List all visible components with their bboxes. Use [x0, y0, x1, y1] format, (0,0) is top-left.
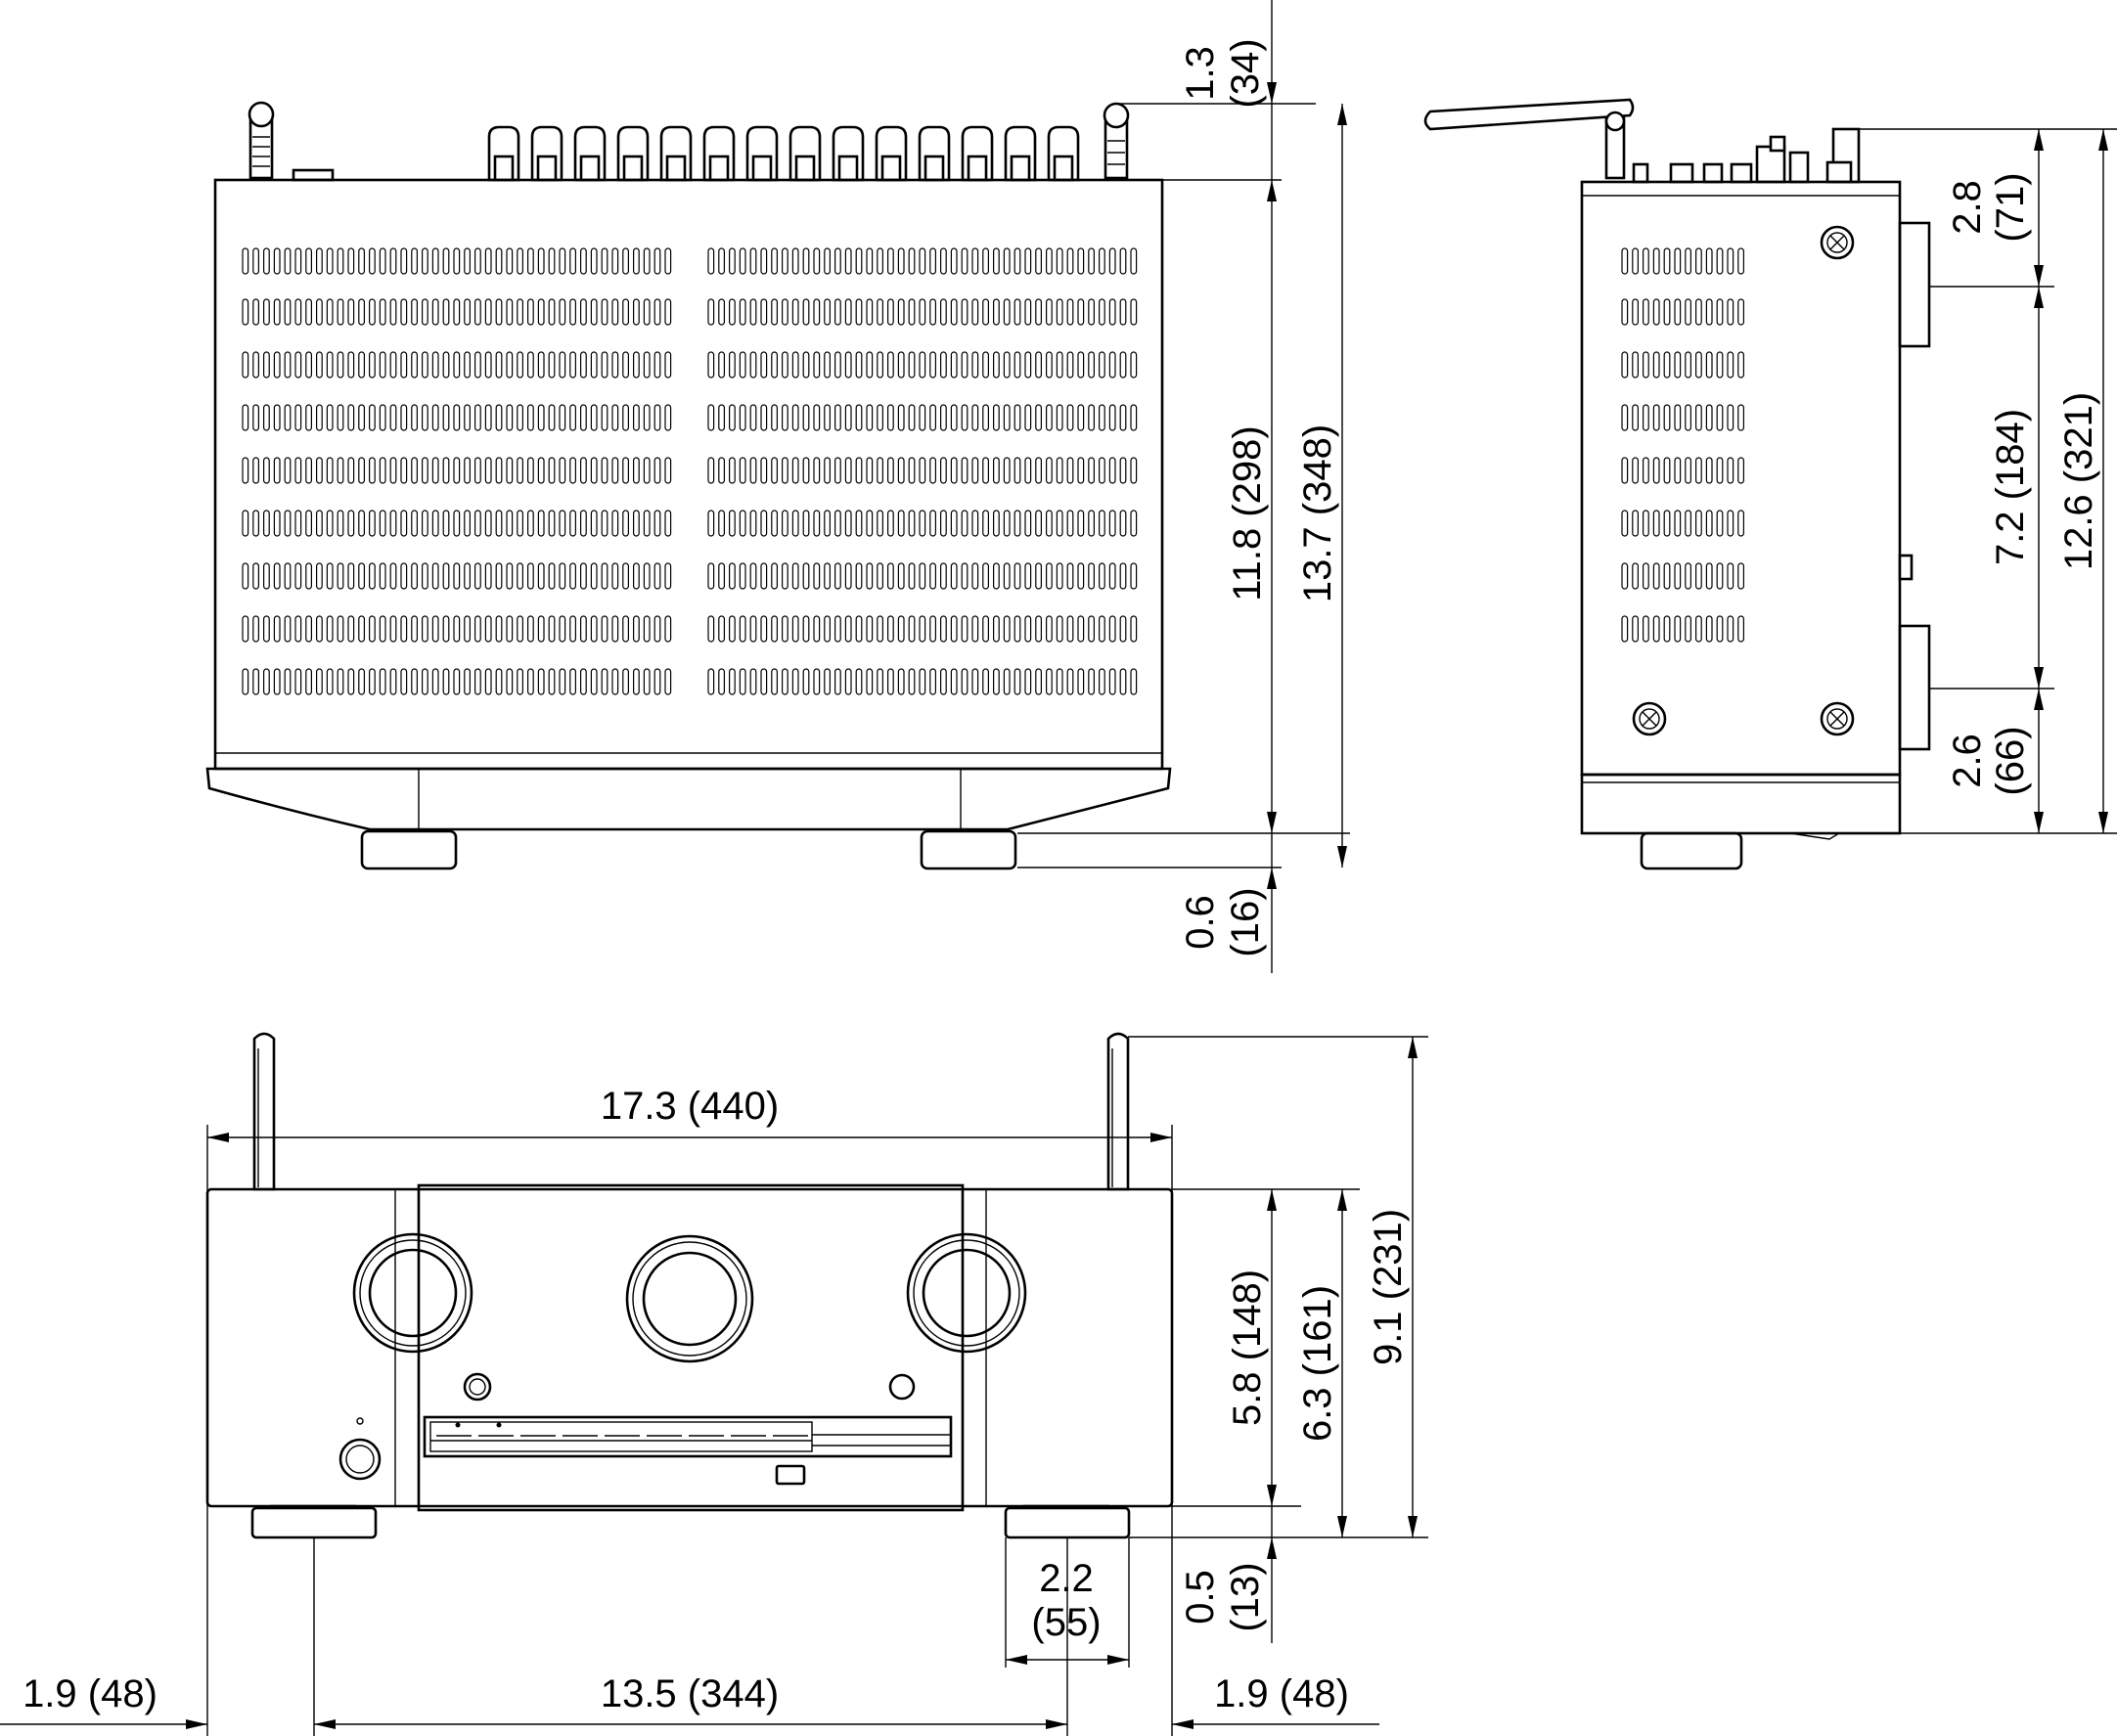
dim-foot-width: 2.2: [1039, 1557, 1094, 1600]
dim-lower-bracket: 2.6: [1946, 734, 1989, 788]
side-front-panel: [1580, 773, 1902, 835]
screw-icon: [1820, 225, 1855, 260]
side-lower-bracket: [1898, 624, 1931, 751]
top-front-panel: [205, 767, 1172, 831]
dim-lower-bracket-mm: (66): [1989, 726, 2032, 795]
dim-rear-connectors: 2.8: [1946, 180, 1989, 235]
dim-total-height: 9.1 (231): [1367, 1209, 1410, 1365]
top-view: [205, 101, 1172, 870]
left-antenna: [248, 101, 275, 180]
front-center-panel: [417, 1183, 965, 1512]
headphone-jack-icon: [338, 1438, 382, 1481]
dim-rear-protrusion-mm: (34): [1224, 38, 1267, 108]
front-right-foot: [1004, 1506, 1131, 1539]
dim-body-height: 6.3 (161): [1296, 1285, 1339, 1442]
dim-front-protrusion: 0.6: [1179, 895, 1222, 950]
volume-knob-center-icon: [625, 1234, 754, 1363]
top-ventilation: [242, 247, 1138, 695]
side-ventilation: [1621, 247, 1745, 643]
front-left-foot: [250, 1506, 378, 1539]
side-view: [1423, 98, 1931, 870]
dim-total-depth: 13.7 (348): [1296, 424, 1339, 602]
side-view-dimensions: 2.8 (71) 7.2 (184) 12.6 (321) 2.6 (66): [1741, 128, 2117, 834]
dim-right-overhang: 1.9 (48): [1214, 1672, 1349, 1715]
usb-port-icon: [775, 1464, 806, 1486]
rear-terminals: [487, 125, 1080, 182]
dim-rear-protrusion: 1.3: [1179, 46, 1222, 101]
dim-chassis-depth: 11.8 (298): [1226, 425, 1269, 601]
dim-foot-height-mm: (13): [1224, 1562, 1267, 1631]
dim-left-overhang: 1.9 (48): [23, 1672, 158, 1715]
dim-foot-spacing: 13.5 (344): [601, 1672, 779, 1715]
front-view-dimensions: 17.3 (440) 5.8 (148) 6.3 (161) 9.1 (231)…: [0, 1036, 1428, 1736]
dim-panel-height: 5.8 (148): [1226, 1269, 1269, 1426]
side-foot: [1640, 831, 1743, 870]
setup-button-icon: [888, 1373, 916, 1401]
dim-foot-width-mm: (55): [1031, 1601, 1101, 1644]
top-left-foot: [360, 829, 458, 870]
front-display: [423, 1415, 953, 1458]
screw-icon: [1632, 701, 1667, 736]
front-left-antenna: [252, 1032, 276, 1191]
side-upper-bracket: [1898, 221, 1931, 348]
power-button-icon: [463, 1372, 492, 1402]
dim-foot-height: 0.5: [1179, 1570, 1222, 1625]
volume-knob-right-icon: [906, 1232, 1027, 1354]
dim-front-protrusion-mm: (16): [1224, 887, 1267, 957]
front-right-antenna: [1106, 1032, 1130, 1191]
volume-knob-left-icon: [352, 1232, 473, 1354]
top-right-foot: [920, 829, 1017, 870]
screw-icon: [1820, 701, 1855, 736]
dim-rear-connectors-mm: (71): [1989, 172, 2032, 242]
dim-bracket-spacing: 7.2 (184): [1989, 409, 2032, 565]
dim-side-depth: 12.6 (321): [2057, 392, 2100, 570]
dim-front-width: 17.3 (440): [601, 1085, 779, 1128]
top-view-dimensions: 1.3 (34) 11.8 (298) 13.7 (348) 0.6 (16): [1017, 0, 1350, 973]
side-antenna: [1423, 98, 1635, 131]
right-antenna: [1103, 102, 1130, 180]
